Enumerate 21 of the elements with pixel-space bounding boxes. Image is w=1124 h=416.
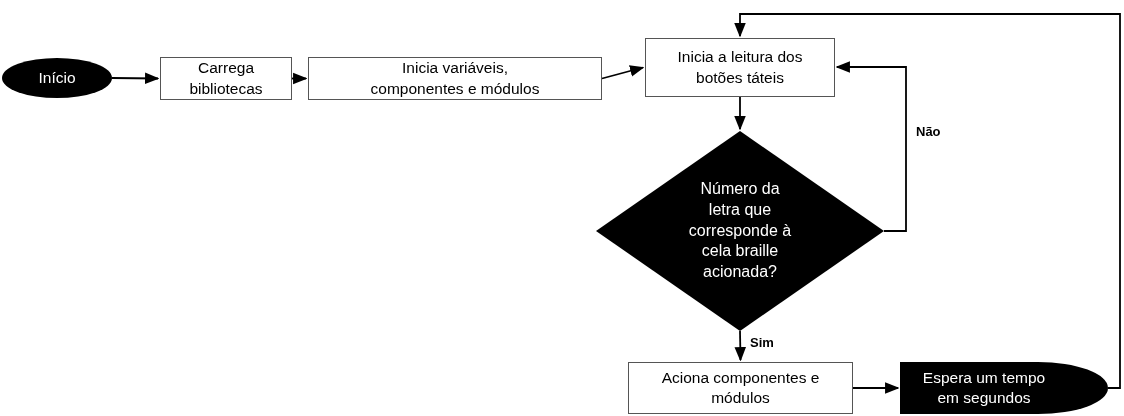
- node-text: Aciona componentes e módulos: [660, 367, 821, 408]
- edge-label: Não: [914, 124, 943, 139]
- arrow: [601, 65, 645, 80]
- node-text: Inicia variáveis, componentes e módulos: [369, 58, 541, 99]
- edge-label: Sim: [748, 335, 776, 350]
- arrow: [734, 330, 747, 362]
- process-box: [160, 57, 292, 100]
- arrow: [111, 72, 160, 85]
- arrow: [734, 96, 746, 131]
- process-box: [645, 38, 835, 97]
- arrow: [835, 61, 907, 232]
- node-text: Espera um tempo em segundos: [922, 367, 1046, 408]
- node-text: Carrega bibliotecas: [188, 58, 264, 99]
- process-box: [628, 362, 853, 414]
- node-text: Inicia a leitura dos botões táteis: [676, 47, 804, 88]
- process-box: [308, 57, 602, 100]
- arrow: [734, 13, 1121, 389]
- node-text: Início: [38, 67, 76, 88]
- arrow: [291, 72, 308, 85]
- node-text: Número da letra que corresponde à cela braille acionada?: [688, 179, 792, 283]
- arrow: [852, 382, 900, 394]
